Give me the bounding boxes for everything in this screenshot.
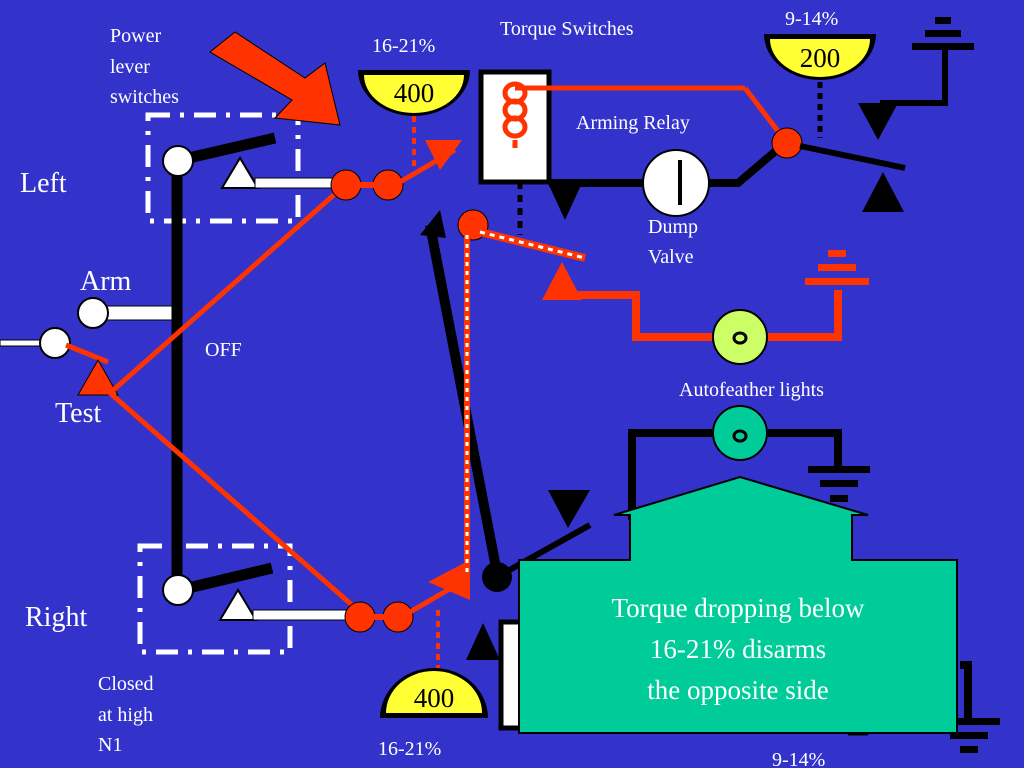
- arm-contact-wire: [101, 305, 173, 321]
- test-contact-circle: [39, 327, 71, 359]
- test-to-left-wire: [108, 183, 347, 395]
- test-label: Test: [55, 398, 101, 429]
- arm-label: Arm: [80, 266, 132, 297]
- lower-contact-triangle-icon: [548, 490, 590, 528]
- dump-valve-circle: [642, 149, 710, 217]
- torque-switches-label: Torque Switches: [500, 18, 634, 40]
- arming-relay-label: Arming Relay: [576, 112, 690, 134]
- left-torque-range: 16-21%: [372, 35, 435, 57]
- off-label: OFF: [205, 339, 242, 361]
- left-contact-triangle-icon: [220, 156, 260, 189]
- bottom-right-ground-wire: [960, 661, 972, 722]
- right-label: Right: [25, 602, 87, 633]
- right-contact-triangle-icon: [218, 588, 258, 621]
- power-lever-switches-label-1: Power: [110, 25, 161, 47]
- bottom-light-right-wire: [768, 429, 842, 470]
- left-power-lever-switch-box: [145, 112, 301, 224]
- right-feather-range: 9-14%: [772, 749, 825, 768]
- right-torque-range: 16-21%: [378, 738, 441, 760]
- right-torque-value: 400: [414, 683, 455, 713]
- relay-coil-icon: [502, 81, 528, 139]
- arming-relay-lever: [799, 143, 906, 171]
- closed-label-3: N1: [98, 734, 122, 756]
- relay-ground-wire: [880, 58, 948, 106]
- top-light-wire: [562, 291, 712, 341]
- test-triangle-icon: [77, 358, 119, 396]
- dump-valve-triangle-icon: [548, 183, 582, 220]
- callout-line-3: the opposite side: [647, 675, 828, 705]
- dump-valve-label-2: Valve: [648, 246, 694, 268]
- pointer-arrow-icon: [209, 31, 341, 126]
- test-lever-red: [65, 342, 109, 365]
- callout-box: [518, 475, 958, 734]
- ground-icon-top: [912, 17, 974, 62]
- callout-line-2: 16-21% disarms: [650, 634, 826, 664]
- closed-label-2: at high: [98, 704, 153, 726]
- left-feather-range: 9-14%: [785, 8, 838, 30]
- power-lever-switches-label-3: switches: [110, 86, 179, 108]
- bottom-light-left-wire: [628, 429, 712, 520]
- right-relay-arm: [495, 522, 592, 580]
- dump-valve-wire-2: [708, 139, 788, 187]
- right-power-lever-switch-box: [137, 543, 293, 655]
- right-lever-arm: [178, 562, 274, 596]
- power-lever-switches-label-2: lever: [110, 56, 150, 78]
- right-torque-switch-triangle-icon: [428, 560, 470, 600]
- right-contact-wire: [252, 609, 354, 621]
- bottom-autofeather-light: [712, 405, 768, 461]
- left-lever-arm: [178, 132, 277, 166]
- left-torque-value: 400: [394, 78, 435, 108]
- callout-line-1: Torque dropping below: [611, 593, 865, 623]
- right-relay-lever: [425, 224, 502, 574]
- arming-relay-node: [771, 127, 803, 159]
- right-switch-pivot: [162, 574, 194, 606]
- top-light-ground-wire: [768, 290, 842, 341]
- relay-up-triangle-icon: [862, 172, 904, 212]
- left-switch-pivot: [162, 145, 194, 177]
- dump-valve-label-1: Dump: [648, 216, 698, 238]
- autofeather-lights-label: Autofeather lights: [679, 379, 824, 401]
- ground-icon-bottom-right: [940, 718, 1000, 753]
- left-torque-switch-triangle-icon: [425, 140, 462, 170]
- arm-contact-circle: [77, 297, 109, 329]
- top-light-triangle-icon: [542, 262, 582, 300]
- test-to-right-wire: [108, 391, 362, 614]
- closed-label-1: Closed: [98, 673, 154, 695]
- ground-icon-bottom: [808, 466, 870, 502]
- test-input-wire: [0, 339, 46, 347]
- relay-down-triangle-icon: [858, 103, 898, 140]
- top-autofeather-light: [712, 309, 768, 365]
- left-feather-value: 200: [800, 43, 841, 73]
- ground-icon-red: [805, 250, 869, 285]
- left-label: Left: [20, 168, 67, 199]
